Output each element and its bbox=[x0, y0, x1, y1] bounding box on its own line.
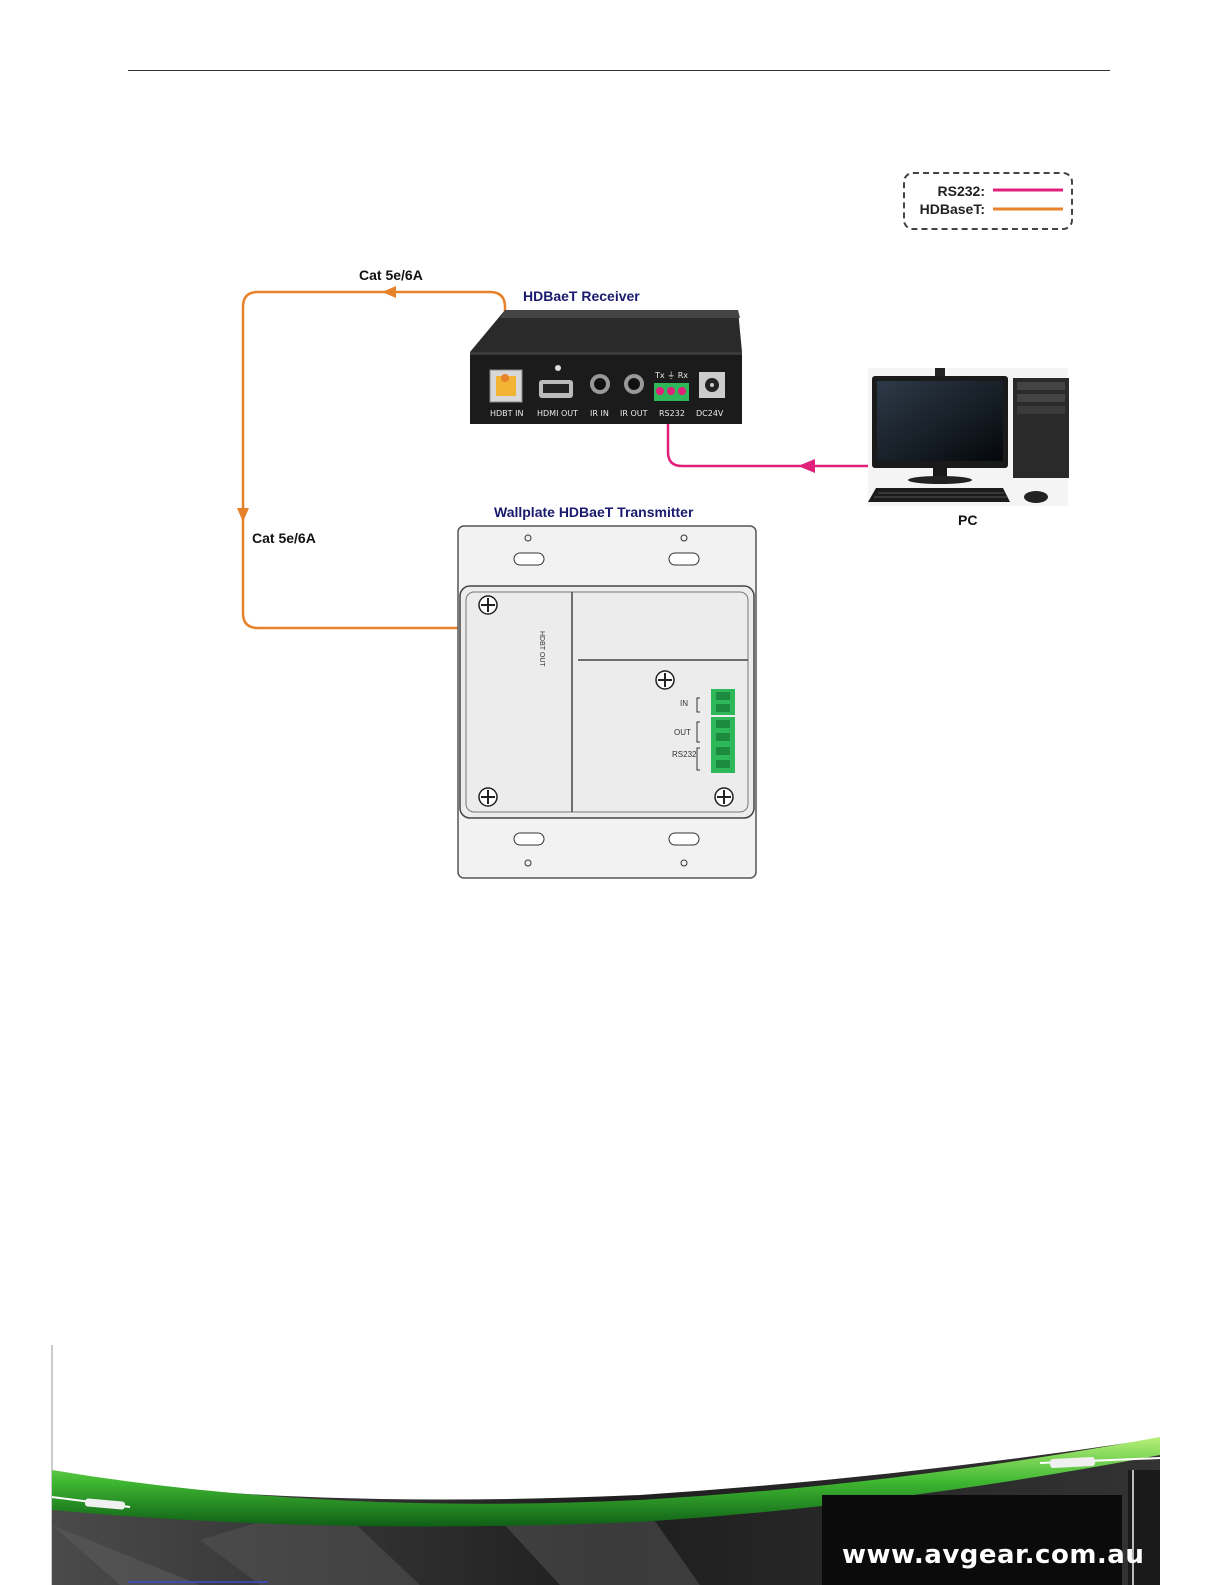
port-label-rs232-pins: Tx ⏚ Rx bbox=[655, 370, 688, 381]
port-label-hdbt-in: HDBT IN bbox=[490, 409, 523, 418]
tx-label-rs232: RS232 bbox=[672, 750, 696, 759]
tx-label-out: OUT bbox=[674, 728, 691, 737]
tx-label-in: IN bbox=[680, 699, 688, 708]
screw-br bbox=[715, 788, 733, 806]
rs232-arrow bbox=[798, 459, 815, 473]
transmitter-title: Wallplate HDBaeT Transmitter bbox=[494, 504, 693, 520]
wallplate-transmitter bbox=[458, 526, 756, 878]
port-label-dc: DC24V bbox=[696, 409, 723, 418]
port-label-rs232: RS232 bbox=[659, 409, 685, 418]
cable-arrow-top bbox=[382, 286, 396, 298]
screw-tl bbox=[479, 596, 497, 614]
tx-label-hdbt-out: HDBT OUT bbox=[538, 631, 545, 667]
port-label-ir-out: IR OUT bbox=[620, 409, 648, 418]
pc-illustration bbox=[868, 368, 1069, 506]
pc-label: PC bbox=[958, 512, 977, 528]
screw-mid bbox=[656, 671, 674, 689]
port-label-hdmi-out: HDMI OUT bbox=[537, 409, 578, 418]
hdbaset-receiver bbox=[470, 310, 742, 424]
cable-label-top: Cat 5e/6A bbox=[359, 267, 423, 283]
port-label-ir-in: IR IN bbox=[590, 409, 609, 418]
screw-bl bbox=[479, 788, 497, 806]
cable-arrow-left bbox=[237, 508, 249, 522]
footer-url[interactable]: www.avgear.com.au bbox=[842, 1540, 1144, 1570]
receiver-title: HDBaeT Receiver bbox=[523, 288, 640, 304]
cable-label-left: Cat 5e/6A bbox=[252, 530, 316, 546]
